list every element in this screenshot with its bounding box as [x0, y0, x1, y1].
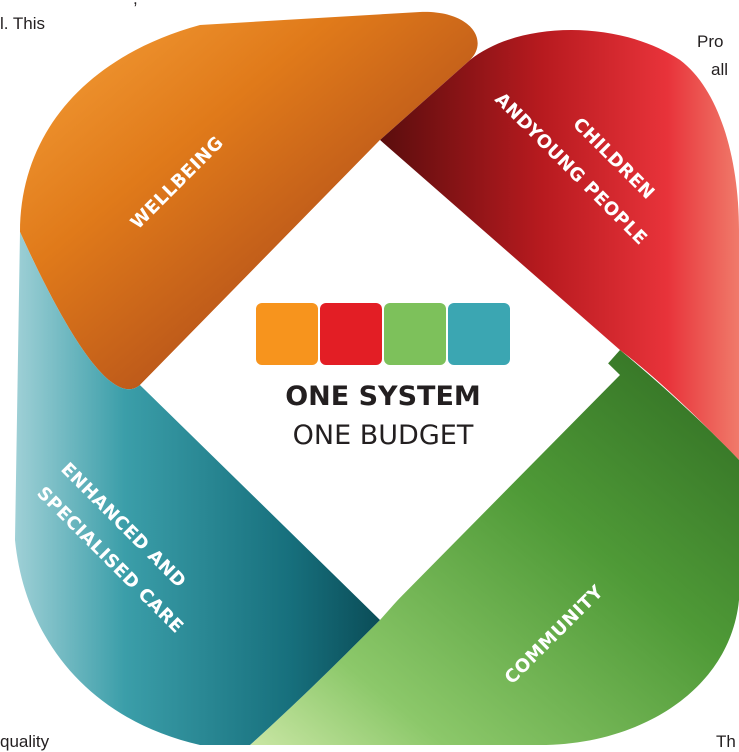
text-fragment-top-right-2: all	[711, 60, 729, 79]
text-fragment-top-left: l. This	[0, 14, 46, 33]
logo-orange-block	[256, 303, 318, 365]
logo-line1: ONE SYSTEM	[285, 381, 481, 412]
wellbeing-band	[20, 11, 478, 390]
logo-green-block	[384, 303, 446, 365]
community-band	[250, 350, 739, 745]
text-fragment-top-comma: ,	[133, 0, 138, 9]
enhanced-care-band	[15, 232, 380, 745]
children-band	[380, 30, 739, 460]
logo-red-block	[320, 303, 382, 365]
logo-teal-block	[448, 303, 510, 365]
center-diamond	[140, 140, 620, 618]
text-fragment-top-right-1: Pro	[697, 32, 724, 51]
logo-line2: ONE BUDGET	[293, 420, 474, 451]
